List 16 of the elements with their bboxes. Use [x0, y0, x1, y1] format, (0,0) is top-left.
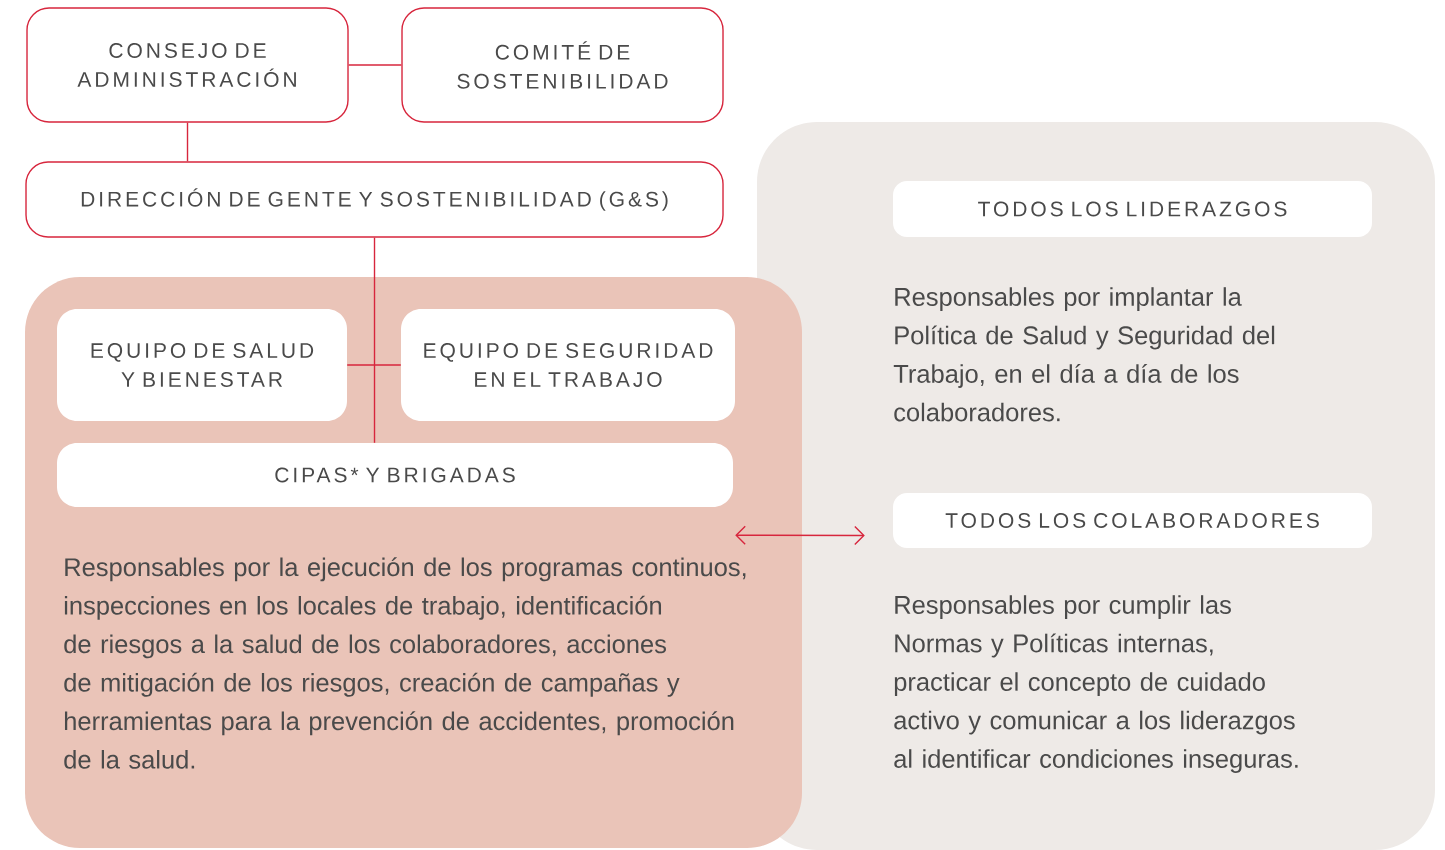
- connector-line: [373, 237, 376, 444]
- connector-line: [346, 364, 402, 366]
- team-box: EQUIPO DE SEGURIDAD EN EL TRABAJO: [401, 309, 735, 421]
- group-box: TODOS LOS COLABORADORES: [893, 493, 1372, 548]
- connector-line: [186, 122, 189, 162]
- group-box: TODOS LOS LIDERAZGOS: [893, 181, 1372, 237]
- org-box: COMITÉ DE SOSTENIBILIDAD: [401, 7, 724, 123]
- description-text: Responsables por la ejecución de los programas continuos, inspecciones en los locales de trabajo, identificación de riesgos a la salud de los colaboradores, acciones de mitigación de los riesgos, creación de campañas y herramientas para la prevención de accidentes, promoción de la salud.: [64, 557, 746, 769]
- team-box: EQUIPO DE SALUD Y BIENESTAR: [57, 309, 347, 421]
- team-box: CIPAS* Y BRIGADAS: [57, 443, 733, 507]
- org-box: DIRECCIÓN DE GENTE Y SOSTENIBILIDAD (G&S): [25, 161, 724, 238]
- connector-line: [348, 64, 402, 66]
- double-arrow: [735, 525, 865, 546]
- description-text: Responsables por implantar la Política de Salud y Seguridad del Trabajo, en el día a día de los colaboradores.: [893, 287, 1275, 422]
- org-box: CONSEJO DE ADMINISTRACIÓN: [26, 7, 349, 123]
- description-text: Responsables por cumplir las Normas y Políticas internas, practicar el concepto de cuidado activo y comunicar a los liderazgos al identificar condiciones inseguras.: [894, 595, 1298, 773]
